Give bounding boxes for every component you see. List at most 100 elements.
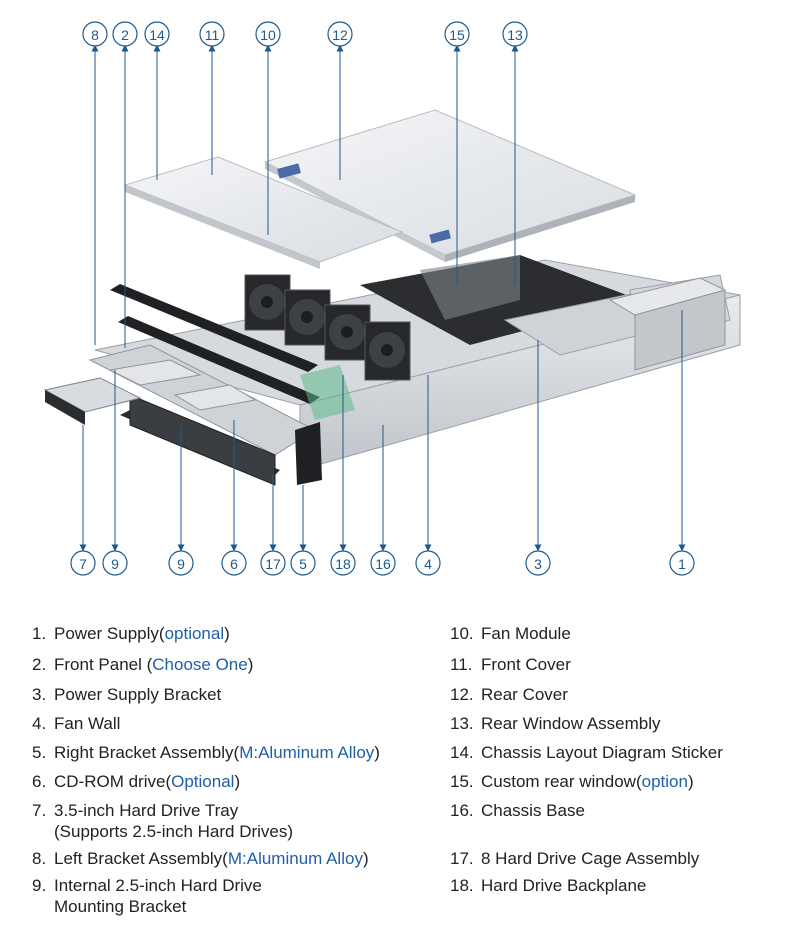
legend-item: 5. Right Bracket Assembly(M:Aluminum Allo… xyxy=(32,743,380,763)
legend-closing: ) xyxy=(247,655,254,674)
legend-text: Right Bracket Assembly( xyxy=(54,743,240,762)
callout-label: 5 xyxy=(299,556,307,572)
callout-circle xyxy=(525,550,551,576)
legend-closing: ) xyxy=(687,772,694,791)
legend-number: 14. xyxy=(450,743,474,762)
front-cover xyxy=(123,156,404,269)
callout-circle xyxy=(144,21,170,47)
legend-text: Fan Wall xyxy=(54,714,121,733)
hard-drive-backplane xyxy=(300,365,355,420)
legend-text: Power Supply Bracket xyxy=(54,685,222,704)
legend-option-text: Optional xyxy=(171,772,235,791)
legend-closing: ) xyxy=(374,743,380,762)
legend-item: 14. Chassis Layout Diagram Sticker xyxy=(450,743,723,763)
fan-module xyxy=(284,289,331,346)
callout-label: 8 xyxy=(91,27,99,43)
legend-option-text: Choose One xyxy=(152,655,248,674)
legend-text: Chassis Base xyxy=(481,801,585,820)
legend-option-text: optional xyxy=(164,624,225,643)
legend-item: 15.Custom rear window(option) xyxy=(450,772,694,792)
rear-cover xyxy=(263,109,637,262)
legend-text: Left Bracket Assembly( xyxy=(54,849,228,868)
legend-number: 1. xyxy=(32,624,47,643)
callout-circle xyxy=(330,550,356,576)
callout-label: 9 xyxy=(177,556,185,572)
callout-circle xyxy=(502,21,528,47)
legend-number: 6. xyxy=(32,772,47,791)
fan-module xyxy=(244,274,291,331)
callout-circle xyxy=(168,550,194,576)
legend-text-continued: Mounting Bracket xyxy=(54,897,187,916)
fan-module xyxy=(324,304,371,361)
callout-circle xyxy=(290,550,316,576)
callout-circle xyxy=(415,550,441,576)
legend-number: 11. xyxy=(450,655,473,674)
legend-number: 3. xyxy=(32,685,47,704)
legend-text: 3.5-inch Hard Drive Tray xyxy=(54,801,239,820)
fan-module xyxy=(364,321,411,381)
legend-text: Front Cover xyxy=(481,655,571,674)
legend-text: Front Panel ( xyxy=(54,655,153,674)
legend-option-text: M:Aluminum Alloy xyxy=(239,743,375,762)
legend-number: 7. xyxy=(32,801,47,820)
callout-circle xyxy=(370,550,396,576)
legend-item: 1. Power Supply(optional) xyxy=(32,624,230,644)
legend-item: 18.Hard Drive Backplane xyxy=(450,876,646,896)
callout-label: 15 xyxy=(449,27,465,43)
legend-closing: ) xyxy=(234,772,241,791)
legend-closing: ) xyxy=(224,624,230,643)
legend-number: 17. xyxy=(450,849,474,868)
legend-text: CD-ROM drive( xyxy=(54,772,172,791)
callout-circle xyxy=(327,21,353,47)
legend-item: 10.Fan Module xyxy=(450,624,571,644)
legend-text: Internal 2.5-inch Hard Drive xyxy=(54,876,262,895)
callout-label: 18 xyxy=(335,556,351,572)
callout-label: 14 xyxy=(149,27,165,43)
legend-item: 7. 3.5-inch Hard Drive Tray xyxy=(32,801,238,821)
callout-circle xyxy=(260,550,286,576)
callout-label: 13 xyxy=(507,27,523,43)
legend-item: 13.Rear Window Assembly xyxy=(450,714,661,734)
legend-text: Rear Window Assembly xyxy=(481,714,661,733)
hard-drive-tray xyxy=(43,377,142,425)
legend-text: Fan Module xyxy=(481,624,571,643)
legend-text: Custom rear window( xyxy=(481,772,642,791)
legend-number: 16. xyxy=(450,801,474,820)
legend-text: Chassis Layout Diagram Sticker xyxy=(481,743,723,762)
callout-circle xyxy=(221,550,247,576)
legend-number: 8. xyxy=(32,849,47,868)
callout-label: 1 xyxy=(678,556,686,572)
callout-label: 11 xyxy=(205,27,220,43)
callout-circle xyxy=(199,21,225,47)
callout-circle xyxy=(102,550,128,576)
legend-item: 6. CD-ROM drive(Optional) xyxy=(32,772,240,792)
legend-item: 8. Left Bracket Assembly(M:Aluminum Alloy… xyxy=(32,849,369,869)
front-panel xyxy=(110,284,320,404)
legend-number: 12. xyxy=(450,685,474,704)
callout-circle xyxy=(82,21,108,47)
legend-option-text: option xyxy=(641,772,688,791)
callout-label: 9 xyxy=(111,556,119,572)
callout-label: 16 xyxy=(375,556,391,572)
legend-text: Rear Cover xyxy=(481,685,568,704)
callout-label: 4 xyxy=(424,556,432,572)
power-supply xyxy=(608,277,727,371)
legend-number: 18. xyxy=(450,876,474,895)
callout-label: 7 xyxy=(79,556,87,572)
legend-closing: ) xyxy=(362,849,369,868)
callout-circle xyxy=(255,21,281,47)
legend-item: 12. Rear Cover xyxy=(450,685,568,705)
legend-item: 2.Front Panel (Choose One) xyxy=(32,655,253,675)
hard-drive-cage xyxy=(88,344,355,486)
legend-item: 3. Power Supply Bracket xyxy=(32,685,221,705)
legend-text: Power Supply( xyxy=(54,624,165,643)
legend-item: 17.8 Hard Drive Cage Assembly xyxy=(450,849,699,869)
legend-number: 5. xyxy=(32,743,47,762)
legend-option-text: M:Aluminum Alloy xyxy=(227,849,363,868)
legend-item: 11. Front Cover xyxy=(450,655,571,675)
legend-number: 9. xyxy=(32,876,47,895)
callout-circle xyxy=(444,21,470,47)
callout-circle xyxy=(112,21,138,47)
